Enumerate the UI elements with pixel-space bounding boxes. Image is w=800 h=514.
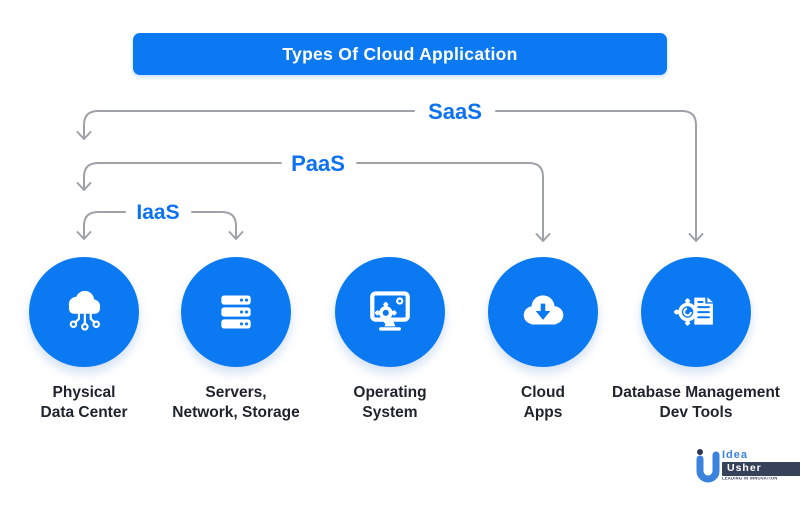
logo-brand-bottom: Usher [722,462,800,476]
layer-label-paas: PaaS [287,151,349,177]
cloud-download-icon [523,295,564,325]
idea-usher-logo: Idea Usher LEADING IN INNOVATION [694,447,800,491]
node-label-line1: Operating [353,384,427,401]
logo-tagline: LEADING IN INNOVATION [722,477,778,482]
iaas-arrow-right [228,231,244,240]
node-label: Operating System [353,383,426,423]
diagram-title-bar: Types Of Cloud Application [133,33,667,75]
node-label-line2: Data Center [40,404,128,421]
node-label: Servers, Network, Storage [172,383,299,423]
node-label-line1: Servers, [205,384,267,401]
node-label: Physical Data Center [41,383,128,423]
logo-brand-top: Idea [722,449,749,461]
node-label-line1: Database Management [612,384,780,401]
node-label: Cloud Apps [521,383,565,423]
node-servers-network-storage: Servers, Network, Storage [141,257,331,423]
saas-line-right [495,110,697,241]
node-database-management-dev-tools: Database Management Dev Tools [601,257,791,423]
diagram-title: Types Of Cloud Application [282,43,518,64]
node-label-line1: Physical [52,384,116,401]
layer-label-iaas: IaaS [132,201,184,225]
saas-arrow-right [688,233,704,242]
cloud-network-icon [68,290,101,331]
node-cloud-apps: Cloud Apps [448,257,638,423]
node-circle [641,257,751,367]
node-label: Database Management Dev Tools [612,383,780,423]
iaas-line-left [83,211,126,239]
node-label-line2: Network, Storage [172,404,300,421]
node-physical-data-center: Physical Data Center [0,257,179,423]
saas-line-left [83,110,415,139]
iaas-arrow-left [76,231,92,240]
node-operating-system: Operating System [295,257,485,423]
node-label-line1: Cloud [521,384,565,401]
node-label-line2: Dev Tools [659,404,733,421]
paas-line-right [356,162,544,241]
idea-usher-logo-mark [696,449,720,483]
server-stack-icon [221,295,251,329]
saas-arrow-left [76,131,92,140]
paas-arrow-right [535,233,551,242]
node-circle [335,257,445,367]
monitor-gear-icon [370,291,410,331]
node-label-line2: Apps [523,404,563,421]
iaas-line-right [191,211,237,239]
logo-text-column: Idea Usher LEADING IN INNOVATION [722,450,800,491]
node-label-line2: System [362,404,418,421]
paas-arrow-left [76,182,92,191]
node-circle [488,257,598,367]
node-circle [181,257,291,367]
layer-label-saas: SaaS [424,99,486,125]
node-circle [29,257,139,367]
gear-document-icon [673,297,713,326]
paas-line-left [83,162,282,190]
